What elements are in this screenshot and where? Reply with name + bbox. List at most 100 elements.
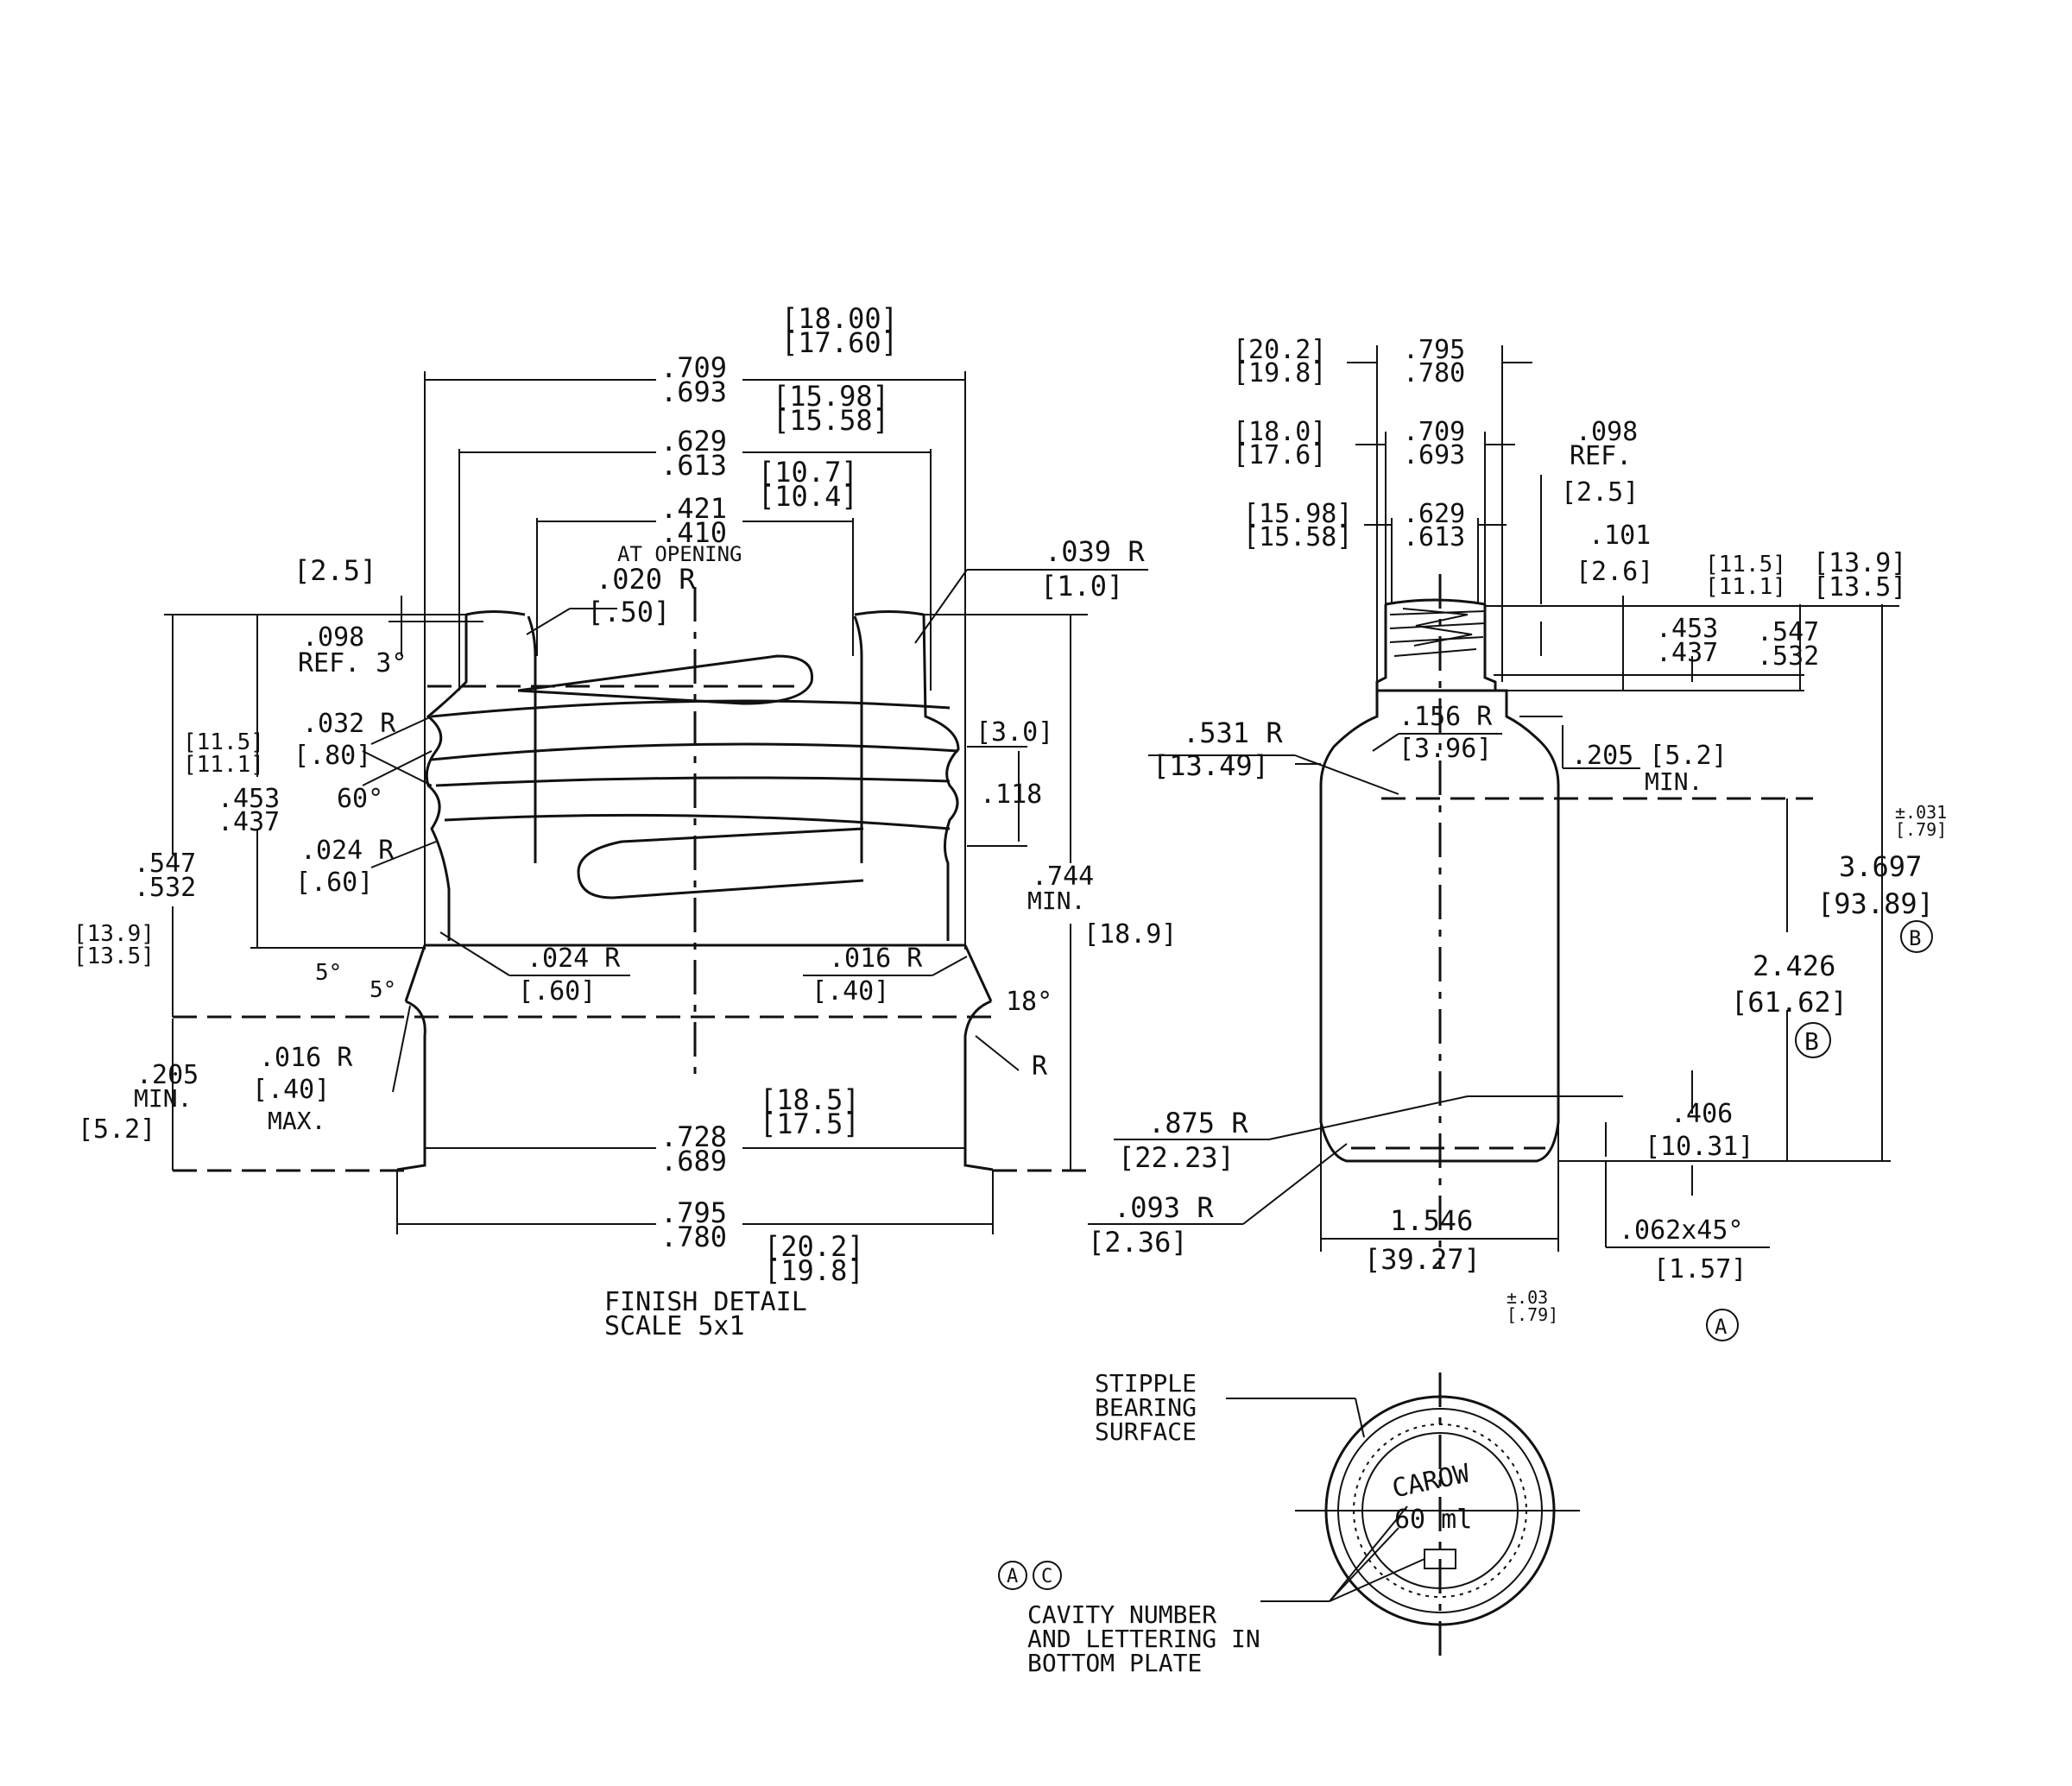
finish-d185-1: [18.5] xyxy=(760,1083,860,1116)
bottle-r093-mm: [2.36] xyxy=(1088,1226,1188,1259)
bottle-circ-a: A xyxy=(1715,1315,1728,1339)
finish-ang5b: 5° xyxy=(370,977,396,1003)
bottle-tol031a-2: [.79] xyxy=(1895,819,1947,840)
finish-dtop-mm-1: [18.00] xyxy=(781,302,898,335)
finish-ang60: 60° xyxy=(337,784,383,814)
bottle-tol031b-1: ±.03 xyxy=(1507,1287,1548,1308)
bottle-h3697: 3.697 xyxy=(1839,850,1922,883)
finish-h547-1: .547 xyxy=(134,849,196,879)
finish-ref25: [2.5] xyxy=(294,554,376,587)
bottle-circ-b: B xyxy=(1804,1027,1819,1056)
finish-h744-2: MIN. xyxy=(1027,887,1085,915)
finish-h547-2: .532 xyxy=(134,873,196,903)
finish-ang18: 18° xyxy=(1006,987,1052,1017)
bottle-h26: [2.6] xyxy=(1576,557,1653,587)
finish-r016b: .016 R xyxy=(259,1043,353,1073)
bottle-h406: .406 xyxy=(1671,1099,1733,1129)
finish-dmid-1: .629 xyxy=(660,425,727,458)
bottom-stipple-2: BEARING xyxy=(1095,1393,1197,1422)
finish-dtop-mm-2: [17.60] xyxy=(781,326,898,359)
bottle-tol031b-2: [.79] xyxy=(1507,1304,1558,1325)
bottle-d1598-2: [15.58] xyxy=(1243,522,1352,552)
finish-r016a: .016 R xyxy=(829,943,923,974)
finish-ang5a: 5° xyxy=(315,960,342,986)
bottle-r875-mm: [22.23] xyxy=(1118,1141,1235,1174)
finish-d728-1: .728 xyxy=(660,1120,727,1153)
bottle-h547-1: .547 xyxy=(1757,617,1819,647)
finish-dmid-2: .613 xyxy=(660,449,727,482)
finish-caption-2: SCALE 5x1 xyxy=(604,1311,745,1341)
bottle-r093: .093 R xyxy=(1114,1191,1214,1224)
bottle-ref25: [2.5] xyxy=(1561,477,1639,508)
bottle-h2426: 2.426 xyxy=(1753,950,1835,982)
finish-d795-1: .795 xyxy=(660,1196,727,1229)
finish-r: R xyxy=(1032,1051,1048,1082)
bottle-r531: .531 R xyxy=(1183,716,1283,749)
bottle-min: MIN. xyxy=(1645,767,1702,796)
bottom-note-3: BOTTOM PLATE xyxy=(1027,1649,1202,1677)
finish-ref3: REF. 3° xyxy=(298,648,407,678)
finish-detail: [18.00] [17.60] .709 .693 [15.98] [15.58… xyxy=(73,302,1177,1341)
bottle-h139-2: [13.5] xyxy=(1813,572,1906,603)
bottle-h6162: [61.62] xyxy=(1731,986,1848,1019)
finish-r024a-mm: [.60] xyxy=(295,868,373,898)
bottle-d1546: 1.546 xyxy=(1390,1204,1473,1237)
finish-d728-2: .689 xyxy=(660,1145,727,1177)
finish-r024a: .024 R xyxy=(300,836,395,866)
finish-h115-1: [11.5] xyxy=(183,729,264,755)
bottle-h9389: [93.89] xyxy=(1817,887,1934,920)
bottle-h115-2: [11.1] xyxy=(1705,574,1786,600)
finish-dopen-1: .421 xyxy=(660,492,727,525)
bottom-mark-c: C xyxy=(1041,1566,1052,1587)
bottle-h101: .101 xyxy=(1589,521,1651,551)
finish-dtop-2: .693 xyxy=(660,376,727,408)
finish-d202-1: [20.2] xyxy=(764,1230,864,1263)
bottle-d629-1: .629 xyxy=(1403,499,1465,529)
bottom-mark-a: A xyxy=(1007,1566,1018,1587)
finish-d795-2: .780 xyxy=(660,1221,727,1253)
bottle-d3927: [39.27] xyxy=(1364,1243,1481,1276)
finish-h115-2: [11.1] xyxy=(183,752,264,778)
bottom-note-1: CAVITY NUMBER xyxy=(1027,1600,1216,1629)
bottle-h547-2: .532 xyxy=(1757,641,1819,672)
finish-h453-1: .453 xyxy=(218,784,280,814)
finish-d185-2: [17.5] xyxy=(760,1108,860,1140)
finish-r020-mm: [.50] xyxy=(587,596,670,628)
finish-caption-1: FINISH DETAIL xyxy=(604,1287,807,1317)
finish-dmid-mm-1: [15.98] xyxy=(773,380,889,413)
bottle-circ-b-top: B xyxy=(1909,926,1921,950)
bottle-d709-2: .693 xyxy=(1403,440,1465,470)
finish-h205-1: .205 xyxy=(136,1060,199,1090)
finish-at-opening: AT OPENING xyxy=(617,542,742,566)
finish-h30: [3.0] xyxy=(976,717,1053,748)
bottle-h453-1: .453 xyxy=(1656,614,1718,644)
finish-r024b-mm: [.60] xyxy=(518,976,596,1007)
finish-r016b-mm: [.40] xyxy=(252,1075,330,1105)
finish-h139-2: [13.5] xyxy=(73,943,155,969)
finish-h453-2: .437 xyxy=(218,807,280,837)
bottle-tol031a-1: ±.031 xyxy=(1895,802,1947,823)
bottle-r875: .875 R xyxy=(1148,1107,1248,1139)
finish-dopen-mm-2: [10.4] xyxy=(758,480,858,513)
finish-ref098: .098 xyxy=(302,622,364,653)
finish-r032-mm: [.80] xyxy=(294,741,371,771)
finish-d202-2: [19.8] xyxy=(764,1254,864,1287)
bottle-r156-mm: [3.96] xyxy=(1399,734,1492,764)
finish-dopen-mm-1: [10.7] xyxy=(758,456,858,489)
bottom-view: STIPPLE BEARING SURFACE CAROW 60 ml A C … xyxy=(998,1369,1580,1677)
finish-h118: .118 xyxy=(980,779,1042,810)
finish-dtop-1: .709 xyxy=(660,351,727,384)
finish-h205-2: MIN. xyxy=(134,1084,192,1113)
finish-max: MAX. xyxy=(268,1107,325,1135)
bottle-d795-2: .780 xyxy=(1403,358,1465,388)
bottle-r156: .156 R xyxy=(1399,702,1493,732)
bottle-r531-mm: [13.49] xyxy=(1153,749,1269,782)
bottle-d202-2: [19.8] xyxy=(1233,358,1326,388)
finish-r039: .039 R xyxy=(1045,535,1145,568)
bottom-brand: CAROW xyxy=(1390,1458,1474,1504)
finish-r016a-mm: [.40] xyxy=(812,976,889,1007)
finish-r024b: .024 R xyxy=(527,943,621,974)
finish-h139-1: [13.9] xyxy=(73,921,155,947)
bottle-d629-2: .613 xyxy=(1403,522,1465,552)
